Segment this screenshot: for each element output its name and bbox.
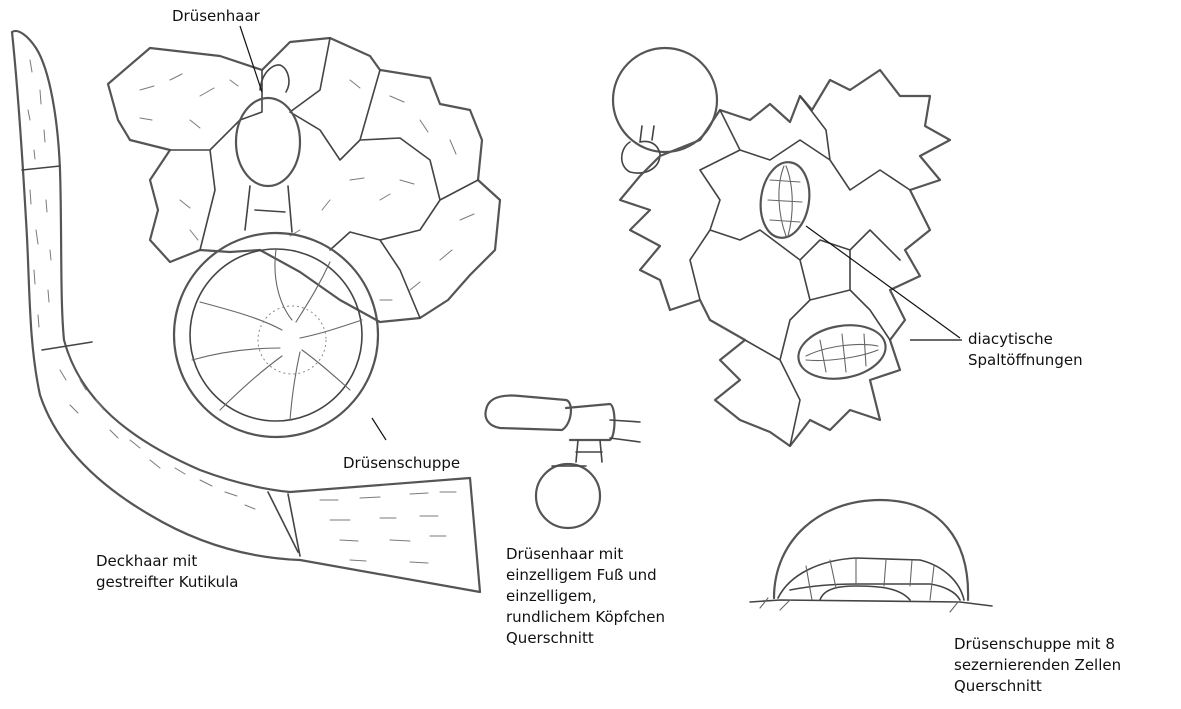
label-druesenhaar-top: Drüsenhaar [172, 6, 260, 27]
label-druesenhaar-detail-line-3: einzelligem, [506, 586, 665, 607]
druesenhaar-top-drawing [236, 65, 300, 232]
label-stomata-line-1: diacytische [968, 329, 1083, 350]
epidermis-cells-left [108, 38, 500, 322]
label-stomata-line-2: Spaltöffnungen [968, 350, 1083, 371]
druesenschuppe-drawing [174, 233, 378, 437]
label-deckhaar-line-1: Deckhaar mit [96, 551, 238, 572]
label-druesenschuppe-detail-line-2: sezernierenden Zellen [954, 655, 1121, 676]
label-druesenhaar-detail-line-2: einzelligem Fuß und [506, 565, 665, 586]
deckhaar-drawing [12, 31, 480, 592]
druesenschuppe-detail-drawing [750, 500, 992, 612]
label-druesenhaar-detail: Drüsenhaar mit einzelligem Fuß und einze… [506, 544, 665, 649]
label-deckhaar-line-2: gestreifter Kutikula [96, 572, 238, 593]
label-druesenhaar-detail-line-5: Querschnitt [506, 628, 665, 649]
label-druesenschuppe: Drüsenschuppe [343, 453, 460, 474]
leader-druesenhaar-top [240, 26, 262, 92]
druesenhaar-detail-drawing [486, 396, 640, 528]
label-deckhaar: Deckhaar mit gestreifter Kutikula [96, 551, 238, 593]
leader-druesenschuppe [372, 418, 386, 440]
label-druesenschuppe-detail-line-1: Drüsenschuppe mit 8 [954, 634, 1121, 655]
label-druesenhaar-detail-line-4: rundlichem Köpfchen [506, 607, 665, 628]
stomata-epidermis-drawing [613, 48, 950, 446]
label-druesenschuppe-detail-line-3: Querschnitt [954, 676, 1121, 697]
label-stomata: diacytische Spaltöffnungen [968, 329, 1083, 371]
label-druesenhaar-detail-line-1: Drüsenhaar mit [506, 544, 665, 565]
label-druesenschuppe-detail: Drüsenschuppe mit 8 sezernierenden Zelle… [954, 634, 1121, 697]
